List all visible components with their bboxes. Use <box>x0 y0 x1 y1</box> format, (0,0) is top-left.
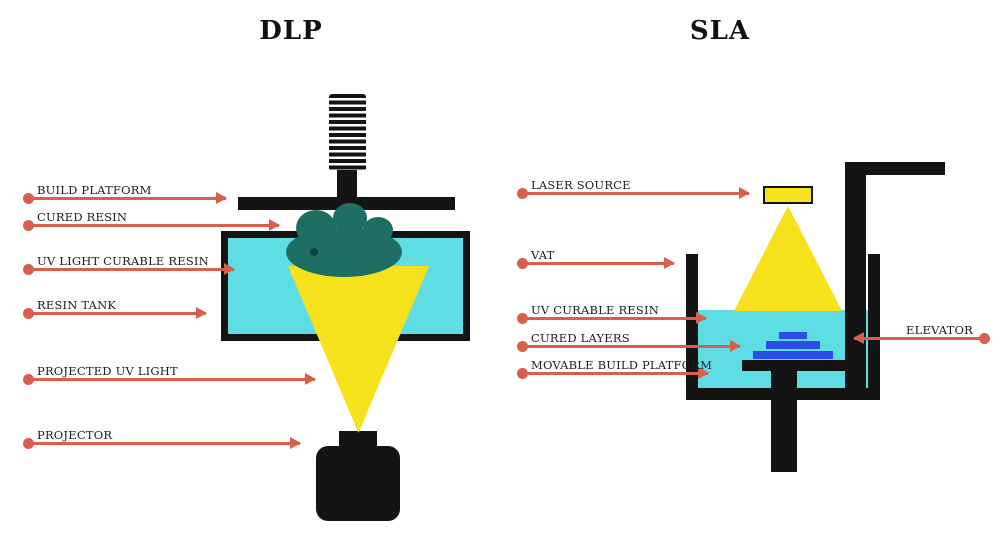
callout-resin-tank: RESIN TANK <box>23 298 207 319</box>
vat-right-wall <box>868 254 880 400</box>
callout-laser-source: LASER SOURCE <box>517 178 750 199</box>
arrowhead-icon <box>290 437 301 449</box>
callout-label: UV LIGHT CURABLE RESIN <box>37 254 209 268</box>
callout-dot <box>23 438 34 449</box>
callout-cured-resin: CURED RESIN <box>23 210 280 231</box>
elevator-arm <box>845 162 945 175</box>
callout-projected-uv-light: PROJECTED UV LIGHT <box>23 364 316 385</box>
callout-movable-build-platform: MOVABLE BUILD PLATFORM <box>517 358 712 379</box>
laser-source-box <box>763 186 813 204</box>
arrowhead-icon <box>224 263 235 275</box>
callout-vat: VAT <box>517 248 675 269</box>
cured-resin-blob <box>286 203 402 277</box>
callout-label: ELEVATOR <box>906 323 973 337</box>
callout-projector: PROJECTOR <box>23 428 301 449</box>
arrowhead-icon <box>698 367 709 379</box>
threaded-rod <box>329 94 366 171</box>
sla-title: SLA <box>689 16 751 46</box>
callout-elevator: ELEVATOR <box>853 323 990 344</box>
arrowhead-icon <box>269 219 280 231</box>
cured-layer-middle <box>766 341 820 349</box>
arrowhead-icon <box>853 332 864 344</box>
arrowhead-icon <box>739 187 750 199</box>
callout-dot <box>23 374 34 385</box>
arrowhead-icon <box>730 340 741 352</box>
callout-label: CURED LAYERS <box>531 331 630 345</box>
callout-uv-curable-resin: UV CURABLE RESIN <box>517 303 707 324</box>
callout-cured-layers: CURED LAYERS <box>517 331 741 352</box>
callout-dot <box>23 264 34 275</box>
cured-layer-top <box>779 332 807 339</box>
callout-label: RESIN TANK <box>37 298 117 312</box>
elevator-post <box>845 162 866 396</box>
movable-build-platform-bar <box>742 360 845 371</box>
arrowhead-icon <box>664 257 675 269</box>
vat-left-wall <box>686 254 698 400</box>
callout-dot <box>517 313 528 324</box>
platform-stem <box>771 371 797 472</box>
callout-dot <box>23 220 34 231</box>
projector-body <box>316 446 400 521</box>
arrowhead-icon <box>305 373 316 385</box>
projector-lens <box>339 431 377 448</box>
callout-dot <box>517 188 528 199</box>
callout-label: MOVABLE BUILD PLATFORM <box>531 358 713 372</box>
projected-uv-light-beam <box>288 266 429 433</box>
cured-layer-bottom <box>753 351 833 359</box>
callout-label: CURED RESIN <box>37 210 128 224</box>
callout-build-platform: BUILD PLATFORM <box>23 183 227 204</box>
callout-label: UV CURABLE RESIN <box>531 303 659 317</box>
dlp-title: DLP <box>259 16 323 46</box>
rod-stem <box>337 170 357 198</box>
arrowhead-icon <box>196 307 207 319</box>
arrowhead-icon <box>696 312 707 324</box>
callout-label: BUILD PLATFORM <box>37 183 152 197</box>
callout-dot <box>517 258 528 269</box>
arrowhead-icon <box>216 192 227 204</box>
callout-label: LASER SOURCE <box>531 178 631 192</box>
callout-dot <box>979 333 990 344</box>
callout-label: PROJECTOR <box>37 428 113 442</box>
laser-beam <box>734 206 842 311</box>
callout-dot <box>517 341 528 352</box>
callout-uv-light-curable-resin: UV LIGHT CURABLE RESIN <box>23 254 235 275</box>
callout-dot <box>517 368 528 379</box>
callout-label: PROJECTED UV LIGHT <box>37 364 178 378</box>
callout-label: VAT <box>531 248 555 262</box>
callout-dot <box>23 308 34 319</box>
callout-dot <box>23 193 34 204</box>
